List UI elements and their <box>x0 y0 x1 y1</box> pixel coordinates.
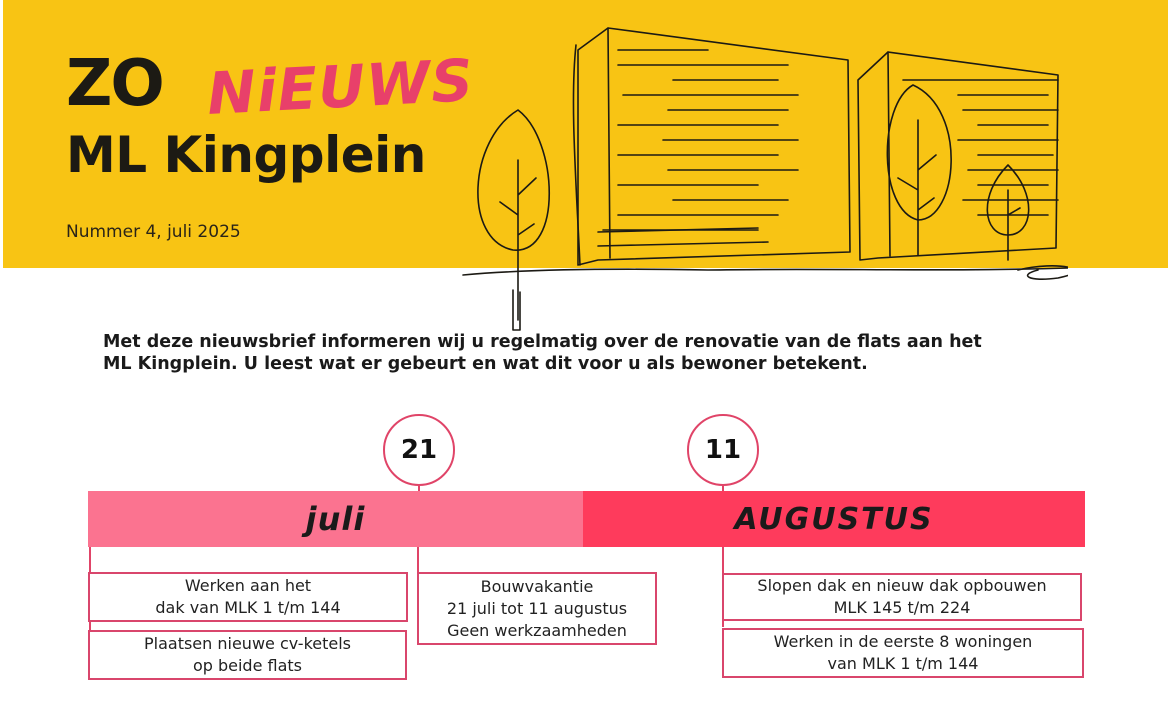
event-roof-works: Werken aan het dak van MLK 1 t/m 144 <box>88 572 408 622</box>
issue-label: Nummer 4, juli 2025 <box>66 222 241 242</box>
brand-zo: ZO <box>66 47 165 121</box>
event-cv-boilers: Plaatsen nieuwe cv-ketels op beide flats <box>88 630 407 680</box>
page-title: ML Kingplein <box>66 126 426 184</box>
vacation-stem <box>417 547 419 573</box>
month-band-august: AUGUSTUS <box>583 491 1085 547</box>
event-first-homes: Werken in de eerste 8 woningen van MLK 1… <box>722 628 1084 678</box>
intro-line-2: ML Kingplein. U leest wat er gebeurt en … <box>103 354 868 374</box>
intro-text: Met deze nieuwsbrief informeren wij u re… <box>103 331 1063 375</box>
connector-21 <box>418 486 420 492</box>
event-roof-demolition: Slopen dak en nieuw dak opbouwen MLK 145… <box>722 573 1082 621</box>
connector-11 <box>722 486 724 492</box>
intro-line-1: Met deze nieuwsbrief informeren wij u re… <box>103 332 982 352</box>
date-circle-11: 11 <box>687 414 759 486</box>
month-band-july: juli <box>88 491 583 547</box>
building-illustration-icon <box>462 27 1068 331</box>
brand-nieuws: NiEUWS <box>205 46 476 128</box>
date-circle-21: 21 <box>383 414 455 486</box>
header-banner: ZO NiEUWS ML Kingplein Nummer 4, juli 20… <box>3 0 1168 331</box>
event-construction-holiday: Bouwvakantie 21 juli tot 11 augustus Gee… <box>417 572 657 645</box>
